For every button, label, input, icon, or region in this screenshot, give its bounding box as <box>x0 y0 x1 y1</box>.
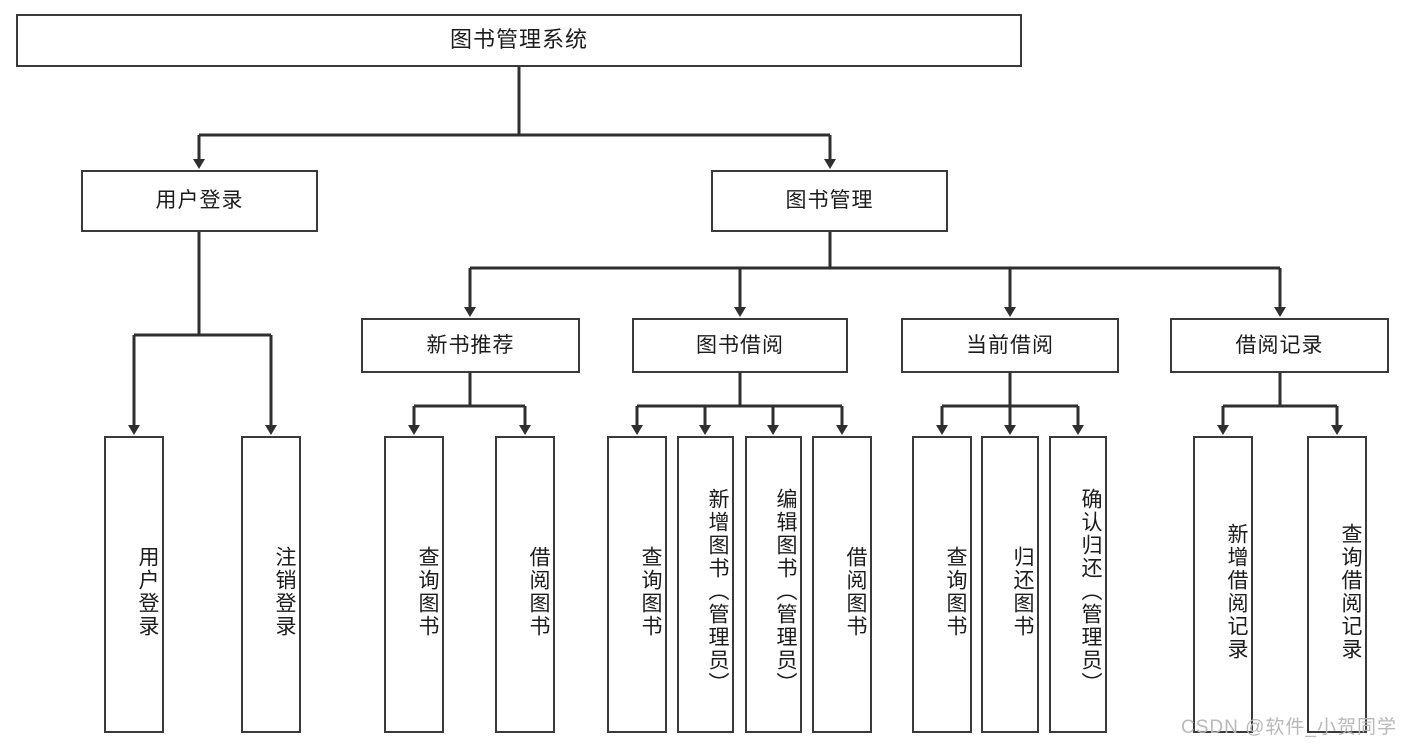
node-user-login[interactable]: 用户登录 <box>81 170 318 232</box>
node-label: 图书管理系统 <box>449 27 588 53</box>
node-label: 注销登录 <box>273 545 296 638</box>
node-root-system[interactable]: 图书管理系统 <box>16 14 1022 67</box>
node-new-book-recommend[interactable]: 新书推荐 <box>361 318 580 373</box>
node-label: 归还图书 <box>1011 545 1034 638</box>
node-label: 图书管理 <box>785 189 874 213</box>
leaf-record-query-record[interactable]: 查询借阅记录 <box>1307 436 1367 733</box>
node-label: 查询图书 <box>944 545 967 638</box>
node-label: 用户登录 <box>155 189 244 213</box>
node-book-borrow[interactable]: 图书借阅 <box>632 318 848 373</box>
node-label: 查询图书 <box>416 545 439 638</box>
node-label: 查询借阅记录 <box>1339 522 1362 661</box>
node-label: 新增图书（管理员） <box>706 488 729 695</box>
node-label: 借阅图书 <box>844 545 867 638</box>
leaf-current-confirm-return-admin[interactable]: 确认归还（管理员） <box>1049 436 1107 733</box>
node-book-management[interactable]: 图书管理 <box>711 170 948 232</box>
leaf-borrow-query-book[interactable]: 查询图书 <box>607 436 667 733</box>
leaf-user-login-login[interactable]: 用户登录 <box>104 436 164 733</box>
leaf-recommend-borrow-book[interactable]: 借阅图书 <box>495 436 555 733</box>
leaf-current-query-book[interactable]: 查询图书 <box>912 436 972 733</box>
node-label: 用户登录 <box>136 545 159 638</box>
node-label: 确认归还（管理员） <box>1079 488 1102 695</box>
node-label: 借阅记录 <box>1235 333 1324 357</box>
leaf-borrow-edit-book-admin[interactable]: 编辑图书（管理员） <box>745 436 802 733</box>
node-label: 编辑图书（管理员） <box>774 488 797 695</box>
leaf-record-add-record[interactable]: 新增借阅记录 <box>1193 436 1253 733</box>
leaf-borrow-borrow-book[interactable]: 借阅图书 <box>812 436 872 733</box>
node-label: 查询图书 <box>639 545 662 638</box>
node-label: 图书借阅 <box>696 333 784 357</box>
leaf-user-login-logout[interactable]: 注销登录 <box>241 436 301 733</box>
node-label: 借阅图书 <box>527 545 550 638</box>
node-label: 新书推荐 <box>426 333 515 357</box>
node-label: 当前借阅 <box>966 333 1054 357</box>
node-current-borrow[interactable]: 当前借阅 <box>901 318 1119 373</box>
node-label: 新增借阅记录 <box>1225 522 1248 661</box>
leaf-borrow-add-book-admin[interactable]: 新增图书（管理员） <box>677 436 734 733</box>
leaf-recommend-query-book[interactable]: 查询图书 <box>384 436 444 733</box>
node-borrow-record[interactable]: 借阅记录 <box>1170 318 1389 373</box>
leaf-current-return-book[interactable]: 归还图书 <box>981 436 1039 733</box>
